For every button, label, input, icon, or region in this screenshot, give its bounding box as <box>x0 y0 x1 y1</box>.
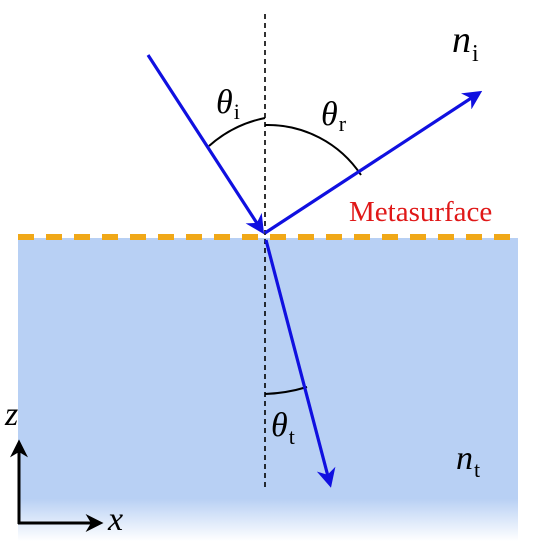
transmitted-medium-label: nt <box>456 440 480 482</box>
reflected-angle-arc <box>264 123 362 176</box>
incident-medium-label: ni <box>452 19 479 67</box>
reflected-ray <box>264 90 483 235</box>
incident-ray <box>146 54 265 235</box>
z-axis-label: z <box>4 396 18 433</box>
incident-angle-arc <box>208 117 266 147</box>
transmitted-angle-arc <box>264 386 308 395</box>
metasurface-label: Metasurface <box>349 196 492 228</box>
reflected-angle-label: θr <box>321 96 347 136</box>
incident-angle-label: θi <box>216 84 240 124</box>
x-axis-label: x <box>107 501 123 538</box>
substrate-medium <box>18 238 518 541</box>
transmitted-ray <box>264 239 336 488</box>
transmitted-angle-label: θt <box>271 407 295 449</box>
